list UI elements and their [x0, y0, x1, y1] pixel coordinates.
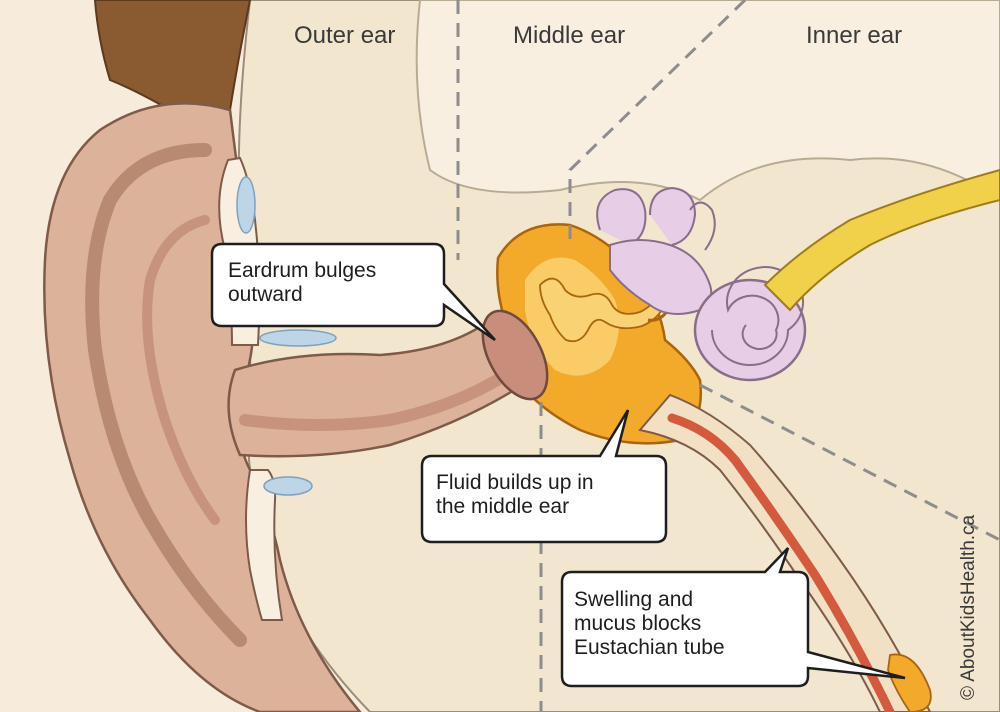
semicircular-canals [596, 186, 716, 326]
callout-fluid: Fluid builds up in the middle ear [436, 471, 594, 519]
eardrum [481, 309, 549, 401]
callout-eardrum-line-2: outward [228, 283, 303, 306]
auditory-nerve [763, 168, 1000, 312]
skull-bone-inner [415, 0, 1000, 202]
pinna-fold [85, 143, 247, 647]
eustachian-tube-swelling [667, 413, 895, 712]
pinna-inner [142, 215, 220, 525]
blue-highlight-3 [263, 476, 313, 496]
callout-tube-line-1: Swelling and [574, 588, 694, 611]
callout-tube-box [560, 547, 906, 688]
region-label-inner-ear: Inner ear [806, 22, 903, 49]
callout-fluid-box [420, 409, 668, 544]
region-label-middle-ear: Middle ear [513, 22, 626, 49]
mucus-blockage [887, 653, 932, 712]
callout-eardrum-box [210, 242, 496, 342]
callout-fluid-line-1: Fluid builds up in [436, 471, 594, 494]
blue-highlight-1 [236, 176, 256, 234]
callout-tube-line-2: mucus blocks [574, 612, 702, 635]
divider-outer-middle [456, 0, 543, 712]
divider-middle-inner [568, 0, 1000, 542]
callout-tube-line-3: Eustachian tube [574, 636, 725, 659]
region-label-outer-ear: Outer ear [294, 22, 396, 49]
blue-highlight-2 [259, 329, 337, 347]
ear-canal-shade [239, 366, 516, 431]
callout-eardrum-line-1: Eardrum bulges [228, 259, 377, 282]
copyright-credit: © AboutKidsHealth.ca [958, 514, 979, 700]
callout-eardrum: Eardrum bulges outward [228, 259, 376, 307]
cochlea [693, 266, 807, 382]
ossicles [539, 277, 670, 343]
pinna [43, 102, 362, 712]
callout-tube: Swelling and mucus blocks Eustachian tub… [574, 588, 725, 660]
callout-fluid-line-2: the middle ear [436, 495, 570, 518]
